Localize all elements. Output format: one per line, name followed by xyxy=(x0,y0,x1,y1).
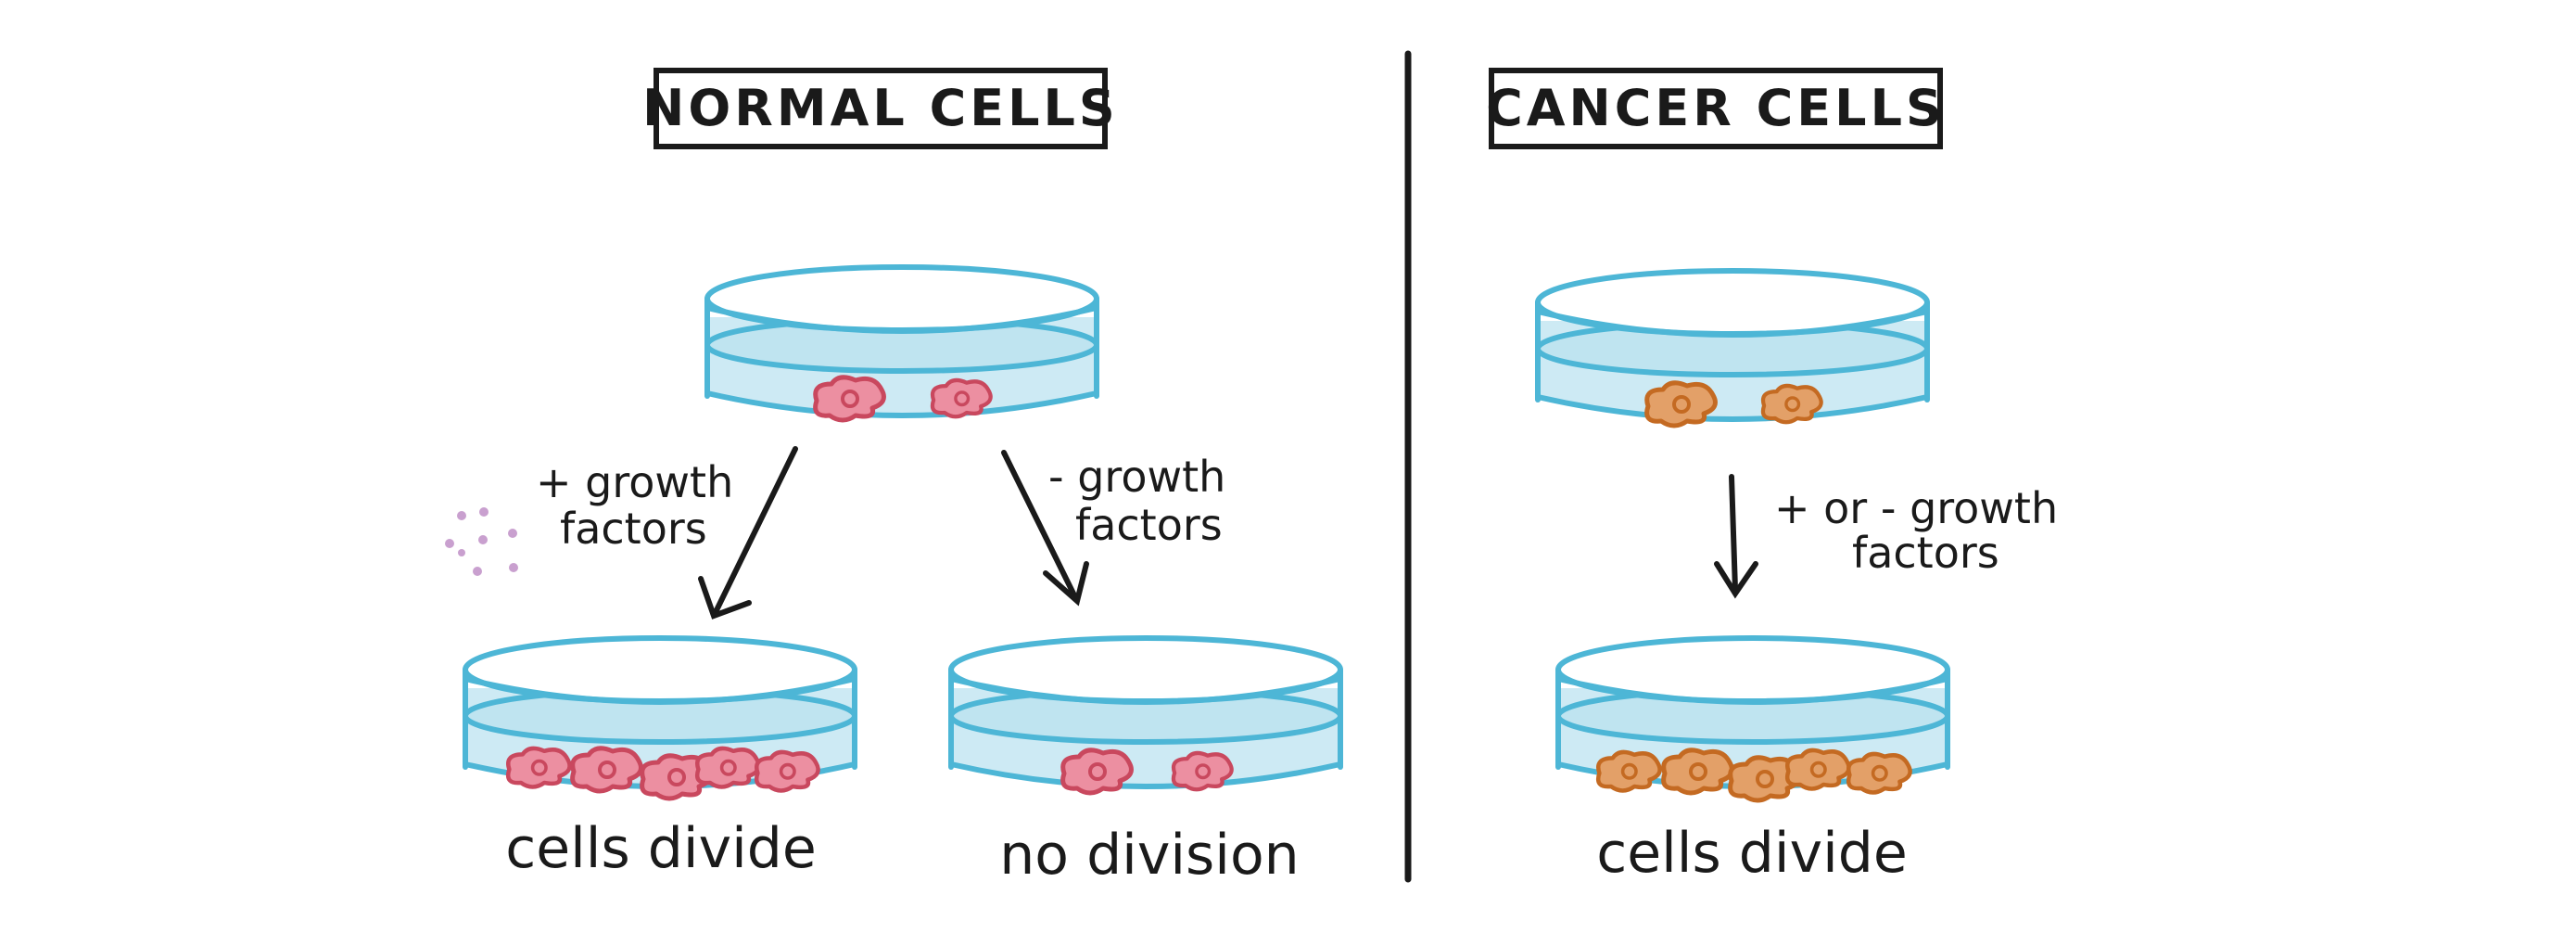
cancer-start-dish xyxy=(1538,271,1927,419)
normal-cells-title-box: NORMAL CELLS xyxy=(642,68,1119,149)
cancer-cells-title-box: CANCER CELLS xyxy=(1486,68,1946,149)
cancer-cells-title: CANCER CELLS xyxy=(1486,79,1946,137)
normal-start-dish xyxy=(707,267,1097,415)
caption-cells-divide-normal: cells divide xyxy=(505,816,817,881)
minus-growth-line2: factors xyxy=(1075,500,1223,550)
normal-no-division-dish xyxy=(951,638,1340,786)
plus-growth-line1: + growth xyxy=(536,457,733,507)
arrow-plus-growth xyxy=(698,446,798,620)
normal-cells-title: NORMAL CELLS xyxy=(642,79,1119,137)
growth-factor-dots xyxy=(445,507,518,576)
plus-or-minus-line2: factors xyxy=(1852,528,1999,578)
plus-growth-line2: factors xyxy=(560,504,707,554)
caption-no-division: no division xyxy=(999,823,1299,888)
plus-or-minus-growth-factors-label: + or - growth factors xyxy=(1774,483,2058,578)
arrow-plus-or-minus-growth xyxy=(1714,474,1758,599)
minus-growth-line1: - growth xyxy=(1048,452,1225,502)
normal-divide-cells xyxy=(508,748,818,799)
plus-or-minus-line1: + or - growth xyxy=(1774,483,2058,533)
arrow-minus-growth xyxy=(1001,450,1089,607)
cancer-divide-cells xyxy=(1598,750,1910,800)
caption-cells-divide-cancer: cells divide xyxy=(1596,821,1908,886)
plus-growth-factors-label: + growth factors xyxy=(536,457,733,554)
minus-growth-factors-label: - growth factors xyxy=(1048,452,1225,550)
